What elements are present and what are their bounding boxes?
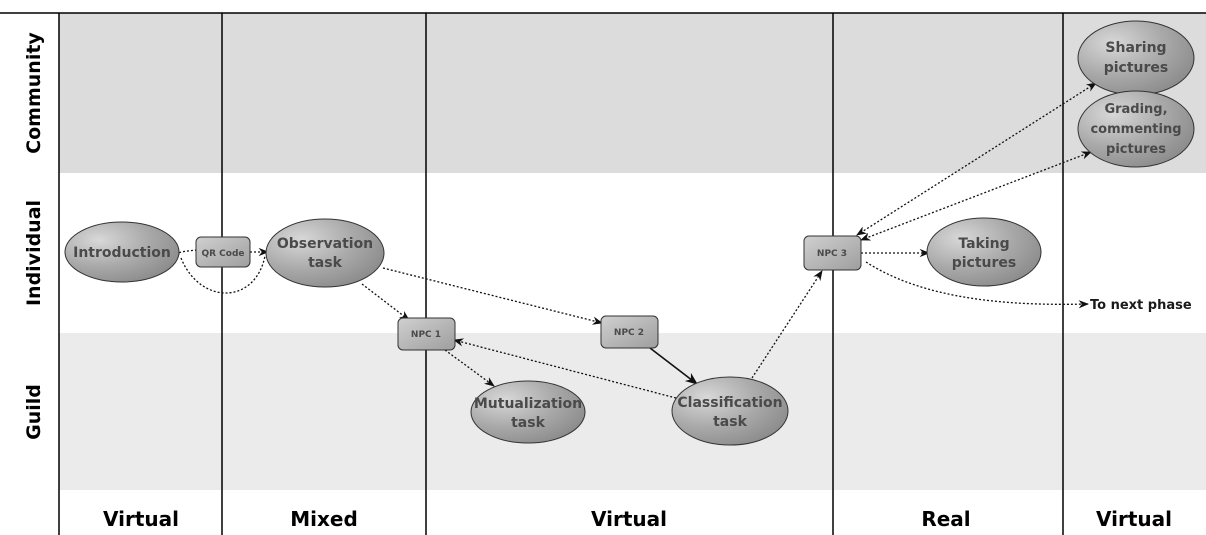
- node-npc3: NPC 3: [803, 235, 862, 271]
- node-observation-task-line-1: Observation: [277, 236, 373, 252]
- node-grading-pictures-line-1: Grading,: [1104, 102, 1167, 117]
- lane-guild: [59, 333, 1206, 490]
- node-qr-code: QR Code: [195, 236, 251, 268]
- node-observation-task-line-2: task: [308, 255, 342, 271]
- column-label-virtual-3: Virtual: [1096, 507, 1172, 531]
- edge-npc2-to-classification-task: [649, 347, 699, 385]
- lane-label-community: Community: [23, 32, 45, 154]
- column-label-real: Real: [921, 507, 970, 531]
- edge-observation-task-to-npc2: [382, 267, 604, 325]
- node-sharing-pictures-line-2: pictures: [1104, 60, 1169, 76]
- lane-label-guild: Guild: [23, 384, 45, 440]
- edge-introduction-to-qr-code: [180, 255, 266, 294]
- node-introduction-label: Introduction: [73, 245, 171, 261]
- edge-npc3-to-grading-pictures: [860, 151, 1092, 241]
- edge-observation-task-to-npc1: [361, 283, 410, 321]
- node-mutualization-task: Mutualization task: [470, 380, 586, 444]
- node-taking-pictures-line-1: Taking: [958, 236, 1009, 252]
- node-classification-task-line-2: task: [713, 414, 747, 430]
- node-npc1: NPC 1: [397, 317, 456, 351]
- next-phase-label: To next phase: [1090, 298, 1192, 313]
- node-sharing-pictures-line-1: Sharing: [1105, 40, 1166, 56]
- node-classification-task-line-1: Classification: [677, 395, 782, 411]
- column-label-virtual-1: Virtual: [103, 507, 179, 531]
- lane-label-individual: Individual: [23, 200, 45, 306]
- node-grading-pictures: Grading, commenting pictures: [1077, 90, 1195, 168]
- node-npc2: NPC 2: [600, 315, 659, 349]
- node-grading-pictures-line-2: commenting: [1090, 122, 1181, 137]
- node-mutualization-task-line-2: task: [511, 415, 545, 431]
- lane-community: [59, 13, 1206, 173]
- node-observation-task: Observation task: [265, 218, 385, 288]
- node-npc3-label: NPC 3: [817, 249, 847, 259]
- node-taking-pictures-line-2: pictures: [952, 255, 1017, 271]
- node-npc1-label: NPC 1: [411, 330, 441, 340]
- edge-classification-task-to-npc3: [751, 270, 823, 379]
- column-label-virtual-2: Virtual: [591, 507, 667, 531]
- node-npc2-label: NPC 2: [614, 328, 644, 338]
- node-introduction: Introduction: [64, 221, 180, 283]
- column-label-mixed: Mixed: [290, 507, 358, 531]
- node-taking-pictures: Taking pictures: [926, 217, 1042, 287]
- node-classification-task: Classification task: [671, 376, 789, 446]
- node-sharing-pictures: Sharing pictures: [1077, 20, 1195, 96]
- node-mutualization-task-line-1: Mutualization: [474, 396, 582, 412]
- edges: [168, 82, 1097, 399]
- node-grading-pictures-line-3: pictures: [1106, 142, 1166, 157]
- node-qr-code-label: QR Code: [201, 249, 244, 259]
